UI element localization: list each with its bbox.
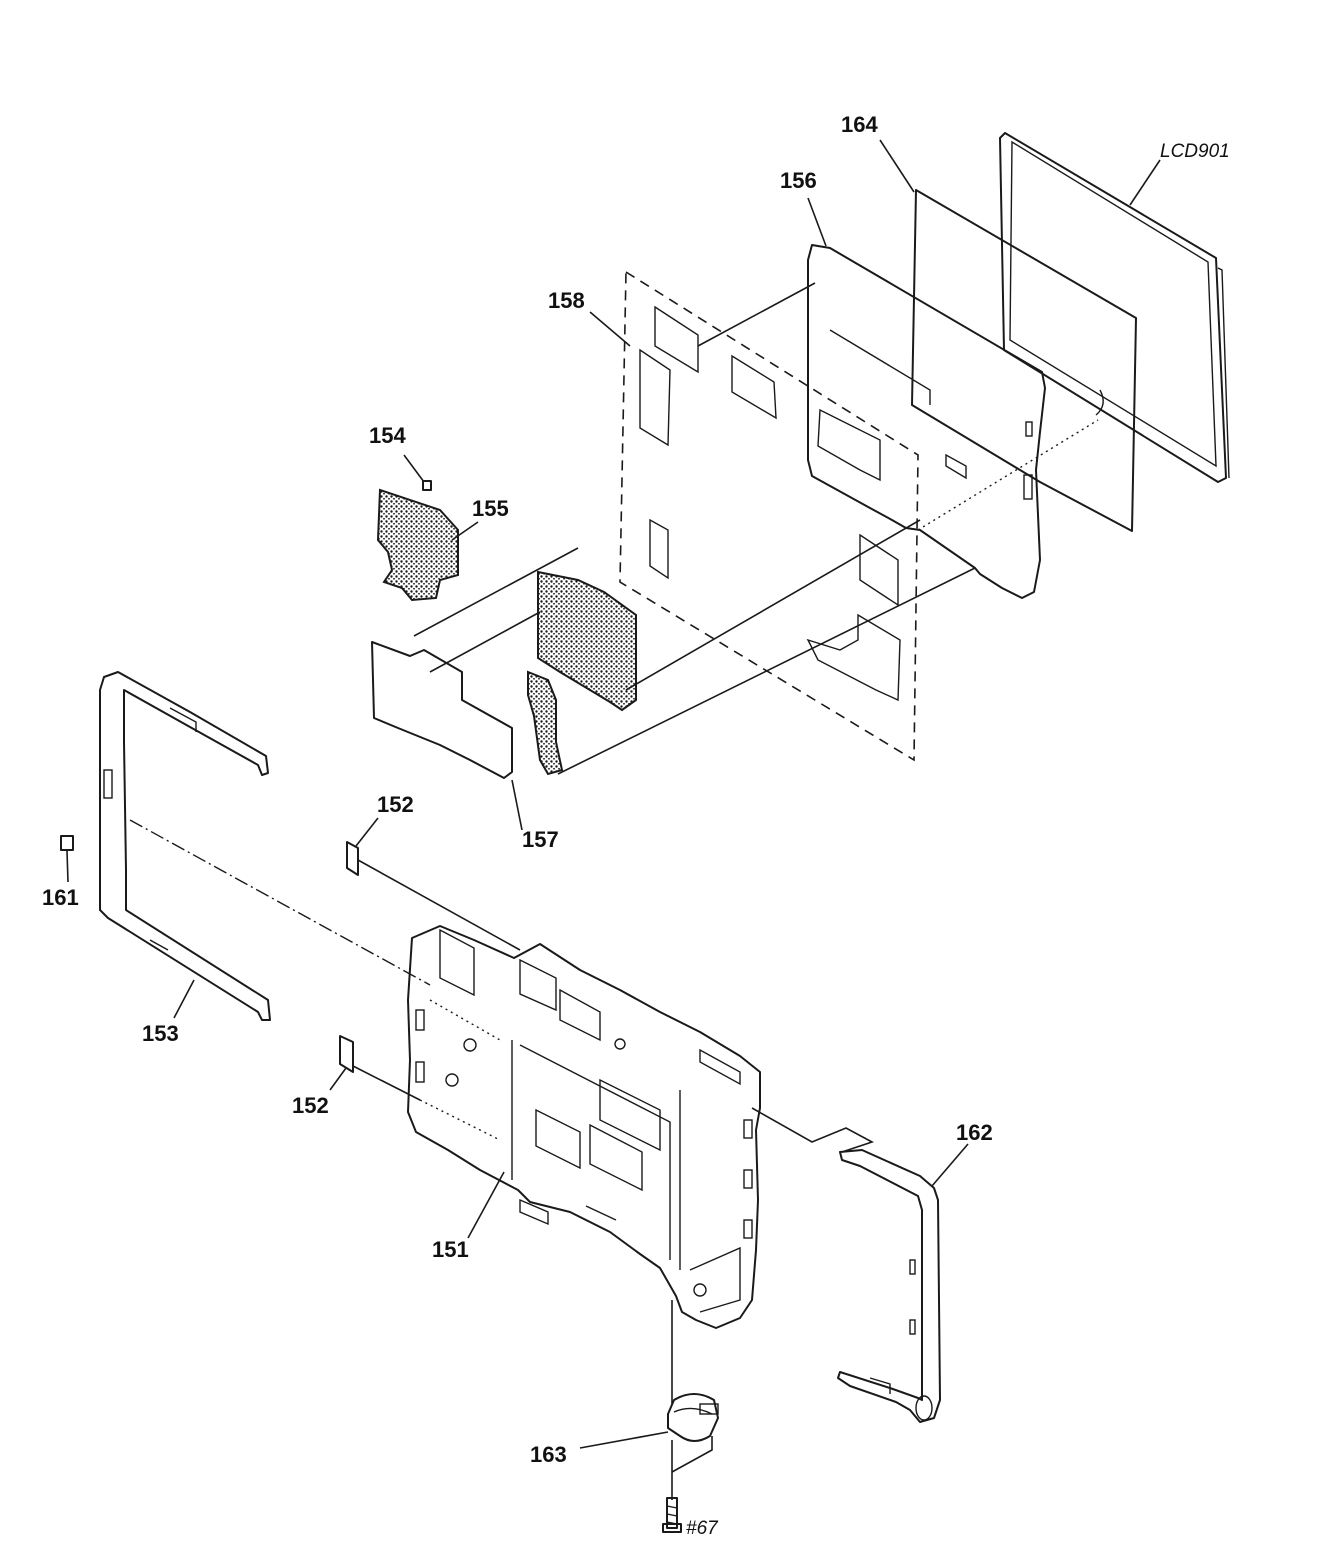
screw-67 xyxy=(662,1497,682,1533)
label-153: 153 xyxy=(142,1021,179,1046)
frame-plate-156 xyxy=(807,244,1046,599)
label-152-upper: 152 xyxy=(377,792,414,817)
lcd-panel xyxy=(999,132,1230,483)
sheet-set-158 xyxy=(619,270,919,762)
clip-161 xyxy=(60,835,74,851)
main-chassis-151 xyxy=(407,925,761,1329)
label-screw-67: #67 xyxy=(686,1518,719,1539)
sheet-157 xyxy=(371,641,513,779)
label-163: 163 xyxy=(530,1442,567,1467)
callout-leaders xyxy=(66,139,1161,1449)
assembly-lines-lower xyxy=(129,819,875,1500)
label-151: 151 xyxy=(432,1237,469,1262)
board-155 xyxy=(376,488,459,602)
label-154: 154 xyxy=(369,423,406,448)
shield-sheet-center xyxy=(527,570,637,776)
sheet-152-upper xyxy=(346,841,359,876)
label-164: 164 xyxy=(841,112,878,137)
label-lcd901: LCD901 xyxy=(1160,141,1230,162)
label-157: 157 xyxy=(522,827,559,852)
label-156: 156 xyxy=(780,168,817,193)
sheet-152-lower xyxy=(339,1035,354,1073)
assembly-lines-upper xyxy=(413,282,1099,775)
label-161: 161 xyxy=(42,885,79,910)
side-frame-153 xyxy=(99,671,271,1021)
label-158: 158 xyxy=(548,288,585,313)
motor-163 xyxy=(667,1393,719,1442)
label-162: 162 xyxy=(956,1120,993,1145)
side-frame-162 xyxy=(837,1149,941,1423)
callout-labels: LCD901 164 156 158 154 155 157 152 161 1… xyxy=(42,112,1230,1539)
panel-sheet-164 xyxy=(911,189,1137,532)
label-152-lower: 152 xyxy=(292,1093,329,1118)
label-155: 155 xyxy=(472,496,509,521)
small-part-154 xyxy=(422,480,432,491)
